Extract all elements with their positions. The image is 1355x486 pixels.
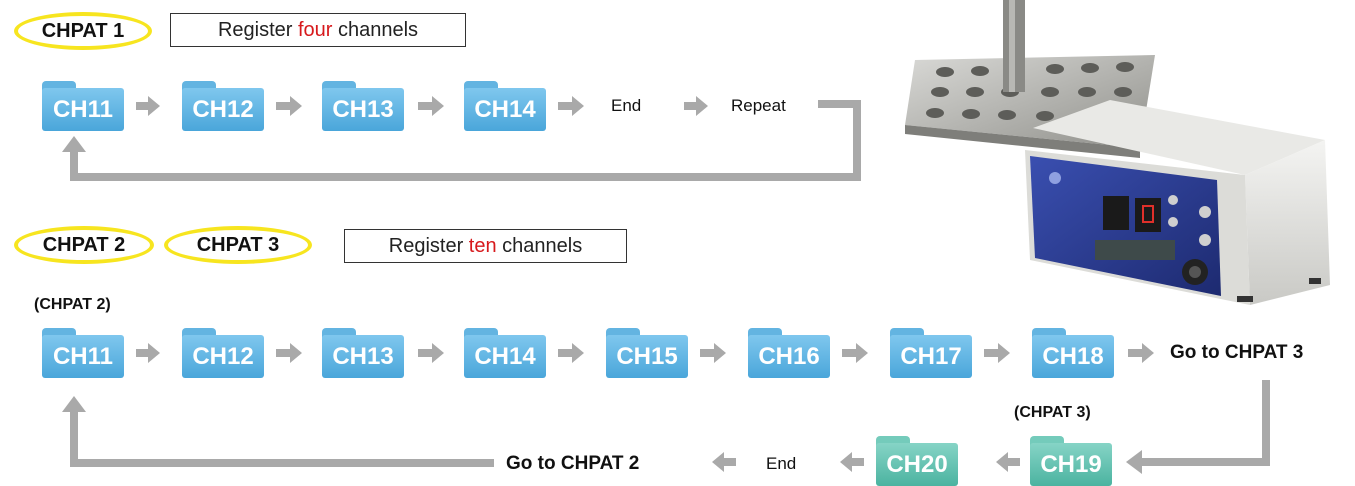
p1-repeat-label: Repeat — [731, 96, 786, 115]
p1-step-arrows — [136, 96, 708, 116]
p1-repeat-loop — [70, 100, 861, 181]
goto2-arrowhead — [62, 396, 86, 412]
chpat3-badge: CHPAT 3 — [164, 226, 312, 264]
register-four-box: Register four channels — [170, 13, 466, 47]
p23-step-arrows — [136, 343, 1154, 363]
p1-loop-arrowhead — [62, 136, 86, 152]
p2-channel-ch13: CH13 — [322, 328, 404, 378]
goto-chpat2-label: Go to CHPAT 2 — [506, 453, 640, 474]
goto3-connector — [1140, 380, 1270, 466]
p3-return-arrows — [712, 452, 1020, 472]
register-count: ten — [468, 234, 497, 257]
register-prefix: Register — [388, 234, 469, 257]
p2-channel-ch16: CH16 — [748, 328, 830, 378]
p2-channel-ch14: CH14 — [464, 328, 546, 378]
p2-channel-ch12: CH12 — [182, 328, 264, 378]
p2-channel-ch17: CH17 — [890, 328, 972, 378]
goto-chpat3-label: Go to CHPAT 3 — [1170, 342, 1304, 363]
chpat2-badge: CHPAT 2 — [14, 226, 154, 264]
p1-channel-ch13: CH13 — [322, 81, 404, 131]
chpat3-tag: (CHPAT 3) — [1014, 404, 1091, 421]
p2-channel-ch18: CH18 — [1032, 328, 1114, 378]
p1-channel-ch14: CH14 — [464, 81, 546, 131]
p2-channel-ch15: CH15 — [606, 328, 688, 378]
p1-end-label: End — [611, 96, 642, 115]
register-ten-box: Register ten channels — [344, 229, 627, 263]
p1-channel-ch12: CH12 — [182, 81, 264, 131]
p3-end-label: End — [766, 454, 797, 473]
register-suffix: channels — [496, 234, 583, 257]
device-controller-icon — [905, 0, 1330, 305]
chpat1-badge: CHPAT 1 — [14, 12, 152, 50]
register-suffix: channels — [332, 18, 419, 41]
register-prefix: Register — [217, 18, 298, 41]
p2-channel-ch11: CH11 — [42, 328, 124, 378]
p3-channel-ch19: CH19 — [1030, 436, 1112, 486]
chpat2-tag: (CHPAT 2) — [34, 296, 111, 313]
goto2-connector — [70, 410, 494, 467]
p1-channel-ch11: CH11 — [42, 81, 124, 131]
register-count: four — [297, 18, 333, 41]
p3-channel-ch20: CH20 — [876, 436, 958, 486]
